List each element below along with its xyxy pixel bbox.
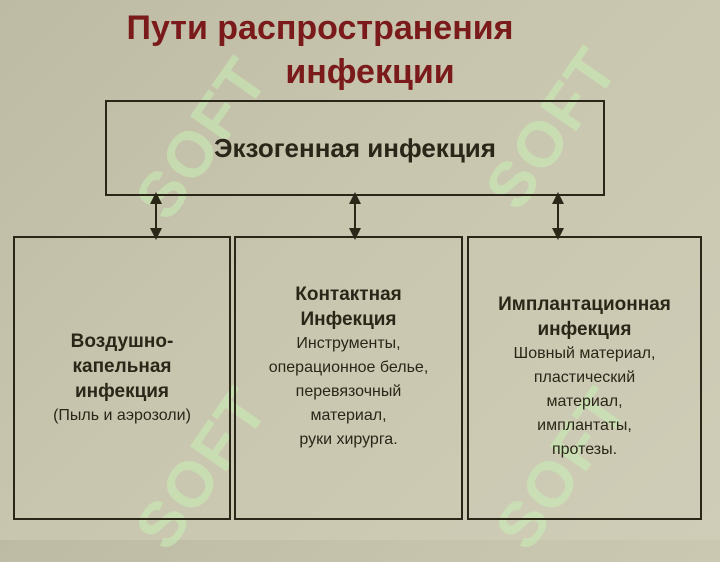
- connector-arrows: [150, 192, 564, 240]
- title-line: инфекции: [285, 53, 455, 91]
- box-body-line: руки хирурга.: [299, 431, 398, 448]
- box-body-line: материал,: [546, 393, 623, 410]
- box-heading: капельная: [72, 355, 172, 377]
- page-title: Пути распространения инфекции: [0, 6, 720, 94]
- implantation-infection-box: Имплантационная инфекция Шовный материал…: [467, 236, 702, 520]
- box-body-line: (Пыль и аэрозоли): [53, 406, 191, 424]
- box-body-line: материал,: [310, 407, 387, 424]
- title-line: Пути распространения: [126, 9, 514, 47]
- box-body-line: Инструменты,: [296, 335, 401, 352]
- box-heading: Инфекция: [300, 309, 397, 330]
- box-body-line: операционное белье,: [268, 359, 429, 376]
- box-heading: Имплантационная: [498, 294, 671, 315]
- box-body-line: пластический: [533, 369, 636, 386]
- box-body-line: Шовный материал,: [513, 345, 656, 362]
- exogenous-infection-label: Экзогенная инфекция: [214, 132, 496, 163]
- box-heading: Контактная: [295, 284, 402, 305]
- box-body-line: имплантаты,: [537, 417, 632, 434]
- airborne-infection-box: Воздушно- капельная инфекция (Пыль и аэр…: [13, 236, 231, 520]
- contact-infection-box: Контактная Инфекция Инструменты, операци…: [234, 236, 463, 520]
- box-heading: Воздушно-: [70, 330, 174, 352]
- box-body-line: перевязочный: [295, 383, 402, 400]
- box-heading: инфекция: [537, 319, 632, 340]
- box-body-line: протезы.: [551, 441, 618, 458]
- box-heading: инфекция: [74, 380, 170, 402]
